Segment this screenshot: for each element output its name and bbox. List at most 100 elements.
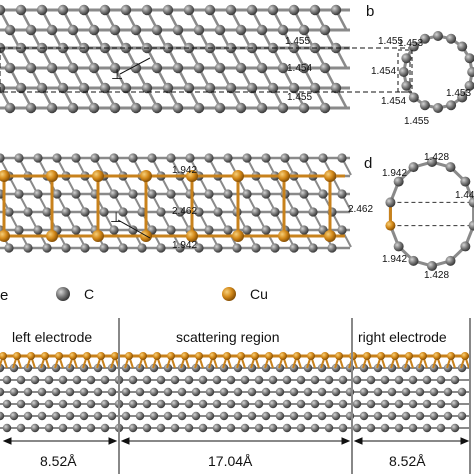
carbon-atom: [429, 411, 439, 421]
copper-atom: [41, 352, 49, 360]
carbon-atom: [137, 243, 147, 253]
copper-atom: [69, 352, 77, 360]
carbon-atom: [99, 4, 111, 16]
panel-label-e: e: [0, 287, 8, 304]
carbon-atom: [198, 399, 208, 409]
copper-atom: [391, 352, 399, 360]
carbon-atom: [319, 62, 331, 74]
carbon-atom: [162, 4, 174, 16]
carbon-atom: [450, 423, 460, 433]
panel-c-bond-low: 1.942: [172, 240, 197, 251]
carbon-atom: [71, 153, 81, 163]
carbon-atom: [198, 375, 208, 385]
carbon-atom: [170, 399, 180, 409]
carbon-atom: [191, 411, 201, 421]
carbon-atom: [121, 387, 131, 397]
carbon-atom: [277, 24, 289, 36]
carbon-atom: [282, 399, 292, 409]
carbon-atom: [37, 387, 47, 397]
carbon-atom: [46, 24, 58, 36]
carbon-atom: [393, 241, 404, 252]
carbon-atom: [156, 375, 166, 385]
carbon-atom: [151, 102, 163, 114]
carbon-atom: [387, 411, 397, 421]
panel-b-bond-1: 1.453: [398, 38, 423, 49]
panel-b-bond-5: 1.455: [404, 116, 429, 127]
panel-c-bond-mid: 2.462: [172, 206, 197, 217]
carbon-atom: [419, 33, 430, 44]
carbon-atom: [261, 153, 271, 163]
carbon-atom: [436, 399, 446, 409]
copper-atom: [27, 352, 35, 360]
carbon-atom: [226, 375, 236, 385]
copper-atom: [279, 352, 287, 360]
length-middle: 17.04Å: [208, 453, 253, 469]
carbon-atom: [193, 24, 205, 36]
carbon-atom: [226, 423, 236, 433]
carbon-atom: [130, 24, 142, 36]
carbon-atom: [44, 423, 54, 433]
carbon-atom: [204, 4, 216, 16]
carbon-atom: [204, 82, 216, 94]
carbon-atom: [298, 102, 310, 114]
carbon-atom: [109, 24, 121, 36]
carbon-atom: [51, 411, 61, 421]
copper-atom: [237, 352, 245, 360]
carbon-atom: [57, 82, 69, 94]
carbon-atom: [4, 62, 16, 74]
carbon-atom: [67, 62, 79, 74]
carbon-atom: [36, 4, 48, 16]
copper-atom: [195, 352, 203, 360]
carbon-atom: [246, 82, 258, 94]
carbon-atom: [107, 387, 117, 397]
carbon-atom: [4, 207, 14, 217]
carbon-atom: [366, 399, 376, 409]
copper-atom: [0, 352, 7, 360]
carbon-atom: [225, 82, 237, 94]
carbon-atom: [135, 387, 145, 397]
carbon-atom: [14, 225, 24, 235]
carbon-atom: [147, 189, 157, 199]
carbon-atom: [280, 153, 290, 163]
carbon-atom: [14, 153, 24, 163]
carbon-atom: [393, 176, 404, 187]
carbon-atom: [460, 176, 471, 187]
carbon-atom: [401, 387, 411, 397]
carbon-atom: [156, 207, 166, 217]
carbon-atom: [128, 399, 138, 409]
carbon-atom: [118, 207, 128, 217]
panel-label-b: b: [366, 3, 374, 20]
carbon-atom: [177, 387, 187, 397]
carbon-atom: [251, 243, 261, 253]
carbon-atom: [219, 411, 229, 421]
carbon-atom: [46, 102, 58, 114]
carbon-atom: [170, 423, 180, 433]
ring-dashed-box: [397, 49, 413, 93]
copper-atom: [83, 352, 91, 360]
carbon-atom: [141, 4, 153, 16]
carbon-atom: [86, 423, 96, 433]
panel-a-bond-mid: 1.454: [287, 63, 312, 74]
carbon-atom: [118, 243, 128, 253]
carbon-atom: [359, 411, 369, 421]
carbon-atom: [44, 399, 54, 409]
carbon-atom: [130, 102, 142, 114]
carbon-atom: [219, 387, 229, 397]
carbon-atom: [90, 153, 100, 163]
copper-atom: [405, 352, 413, 360]
carbon-atom: [254, 375, 264, 385]
carbon-atom: [254, 423, 264, 433]
carbon-atom: [443, 411, 453, 421]
carbon-atom: [67, 24, 79, 36]
carbon-atom: [380, 399, 390, 409]
carbon-atom: [204, 153, 214, 163]
copper-atom: [324, 230, 336, 242]
panel-a-dashed-box: [0, 47, 411, 93]
carbon-atom: [308, 207, 318, 217]
carbon-atom: [151, 24, 163, 36]
carbon-atom: [80, 243, 90, 253]
copper-atom: [461, 352, 469, 360]
panel-d-bond-2: 1.942: [382, 168, 407, 179]
copper-atom: [153, 352, 161, 360]
